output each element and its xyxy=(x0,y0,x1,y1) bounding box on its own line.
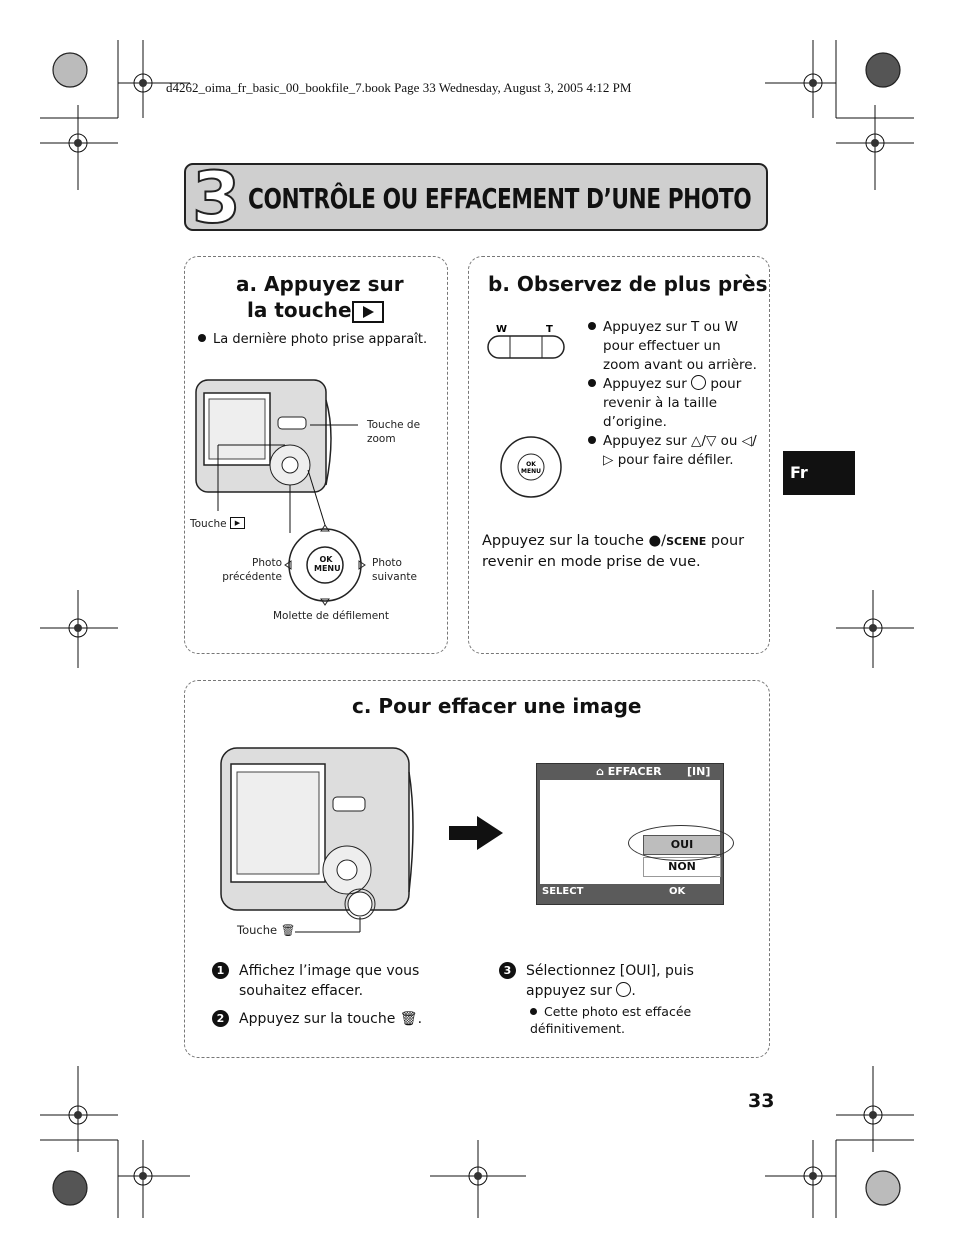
next-photo-label: Photo suivante xyxy=(372,557,417,583)
chapter-title: CONTRÔLE OU EFFACEMENT D’UNE PHOTO xyxy=(248,182,752,215)
step-3-note: Cette photo est effacée définitivement. xyxy=(530,1004,692,1036)
panel-b xyxy=(468,256,770,654)
play-button-icon xyxy=(352,301,384,323)
screen-memory: [IN] xyxy=(687,765,711,778)
section-a-bullet: La dernière photo prise apparaît. xyxy=(198,330,427,349)
camera-back-illustration xyxy=(195,379,366,606)
chapter-number: 3 xyxy=(191,157,242,239)
section-a-heading-1: a. Appuyez sur xyxy=(236,272,404,296)
section-b-bullets: Appuyez sur T ou W pour effectuer un zoo… xyxy=(588,318,758,470)
screen-ok: OK xyxy=(669,886,686,897)
page-number: 33 xyxy=(748,1090,775,1112)
language-tab: Fr xyxy=(783,451,855,495)
zoom-lever-icon: W T xyxy=(487,324,565,359)
delete-key-label: Touche 🗑 xyxy=(237,923,296,937)
svg-text:MENU: MENU xyxy=(521,468,541,475)
zoom-key-label: Touche de zoom xyxy=(367,419,421,445)
prev-photo-label: Photo précédente xyxy=(222,557,282,583)
camera-icon: ●/ xyxy=(648,533,667,549)
ok-button-icon xyxy=(691,375,707,390)
print-header: d4262_oima_fr_basic_00_bookfile_7.book P… xyxy=(166,80,632,95)
screen-select: SELECT xyxy=(542,886,584,897)
section-a-heading-2: la touche xyxy=(247,298,352,322)
dial-label: Molette de défilement xyxy=(273,610,389,622)
section-c-heading: c. Pour effacer une image xyxy=(352,694,642,718)
section-b-footer: Appuyez sur la touche ●/SCENE pour reven… xyxy=(482,533,745,570)
play-key-label: Touche xyxy=(190,518,227,530)
zoom-t-label: T xyxy=(546,324,553,335)
panel-a xyxy=(184,256,448,654)
svg-text:OK: OK xyxy=(526,461,536,468)
step-3: 3 Sélectionnez [OUI], puis appuyez sur . xyxy=(499,961,757,1001)
highlight-ellipse xyxy=(628,825,734,861)
panel-c xyxy=(184,680,770,1058)
arrow-right-icon xyxy=(449,816,503,850)
trash-icon: 🗑 xyxy=(399,1011,418,1027)
step-1: 1 Affichez l’image que vous souhaitez ef… xyxy=(212,961,462,1001)
trash-icon: 🗑 xyxy=(280,923,296,937)
section-b-heading: b. Observez de plus près xyxy=(488,272,768,296)
option-no[interactable]: NON xyxy=(643,857,721,877)
zoom-w-label: W xyxy=(496,324,507,335)
chapter-title-bar xyxy=(184,163,768,231)
step-2: 2 Appuyez sur la touche 🗑. xyxy=(212,1009,462,1029)
ok-button-icon xyxy=(616,982,632,997)
screen-title: ⌂ EFFACER xyxy=(596,765,662,778)
play-key-icon: ▶ xyxy=(230,517,245,529)
camera-back-illustration-c xyxy=(220,747,414,933)
arrow-pad-icon: OK MENU xyxy=(500,436,562,498)
